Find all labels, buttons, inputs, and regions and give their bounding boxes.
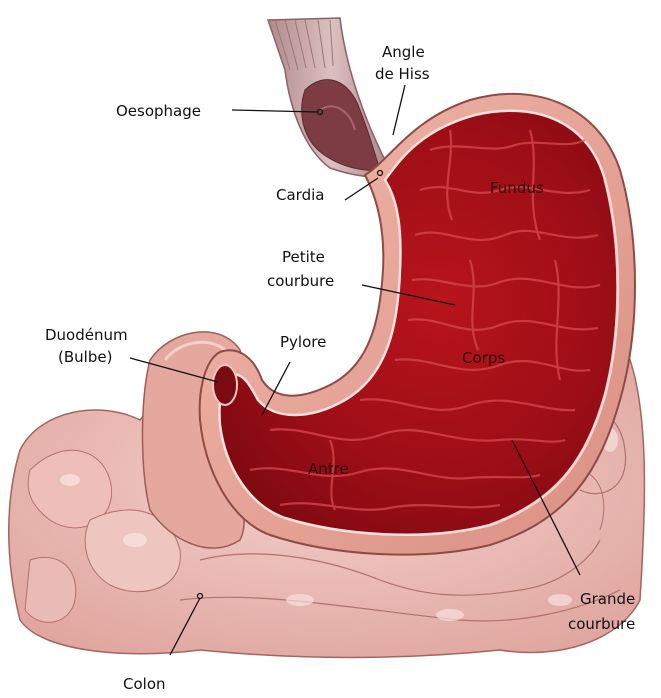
label-duodenum-line2: (Bulbe) — [58, 348, 112, 366]
label-fundus: Fundus — [490, 179, 544, 197]
label-grande-courbure-line1: Grande — [580, 590, 635, 608]
label-corps: Corps — [462, 349, 505, 367]
label-petite-courbure-line1: Petite — [282, 248, 325, 266]
label-grande-courbure-line2: courbure — [568, 615, 635, 633]
label-angle-de-hiss-line2: de Hiss — [375, 65, 430, 83]
label-petite-courbure-line2: courbure — [267, 272, 334, 290]
label-pylore: Pylore — [280, 333, 326, 351]
label-duodenum-line1: Duodénum — [45, 326, 128, 344]
esophagus — [268, 18, 395, 177]
stomach — [200, 94, 635, 555]
label-colon: Colon — [123, 675, 166, 693]
label-antre: Antre — [308, 460, 349, 478]
label-cardia: Cardia — [276, 186, 324, 204]
label-oesophage: Oesophage — [116, 102, 201, 120]
label-angle-de-hiss-line1: Angle — [382, 43, 425, 61]
